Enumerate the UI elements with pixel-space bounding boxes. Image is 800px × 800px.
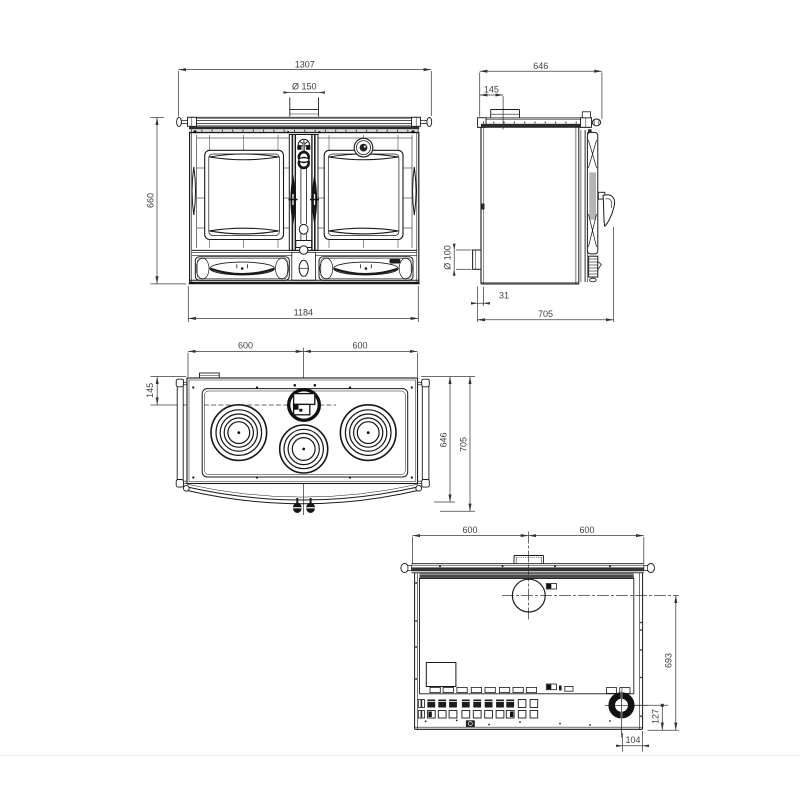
svg-text:693: 693 — [664, 653, 674, 668]
svg-text:104: 104 — [625, 735, 640, 745]
svg-text:705: 705 — [538, 309, 553, 319]
svg-text:145: 145 — [145, 383, 155, 398]
svg-text:705: 705 — [459, 437, 469, 452]
svg-text:Ø 150: Ø 150 — [292, 81, 317, 91]
svg-text:646: 646 — [439, 432, 449, 447]
svg-text:646: 646 — [533, 61, 548, 71]
svg-text:Ø 100: Ø 100 — [443, 245, 453, 270]
svg-text:660: 660 — [146, 193, 156, 208]
svg-text:1184: 1184 — [294, 307, 313, 317]
svg-text:600: 600 — [579, 525, 594, 535]
svg-text:600: 600 — [352, 341, 367, 351]
svg-text:600: 600 — [462, 525, 477, 535]
svg-text:31: 31 — [499, 291, 509, 301]
svg-text:145: 145 — [484, 85, 499, 95]
svg-text:127: 127 — [651, 709, 661, 724]
svg-text:1307: 1307 — [295, 59, 315, 69]
svg-text:600: 600 — [238, 341, 253, 351]
